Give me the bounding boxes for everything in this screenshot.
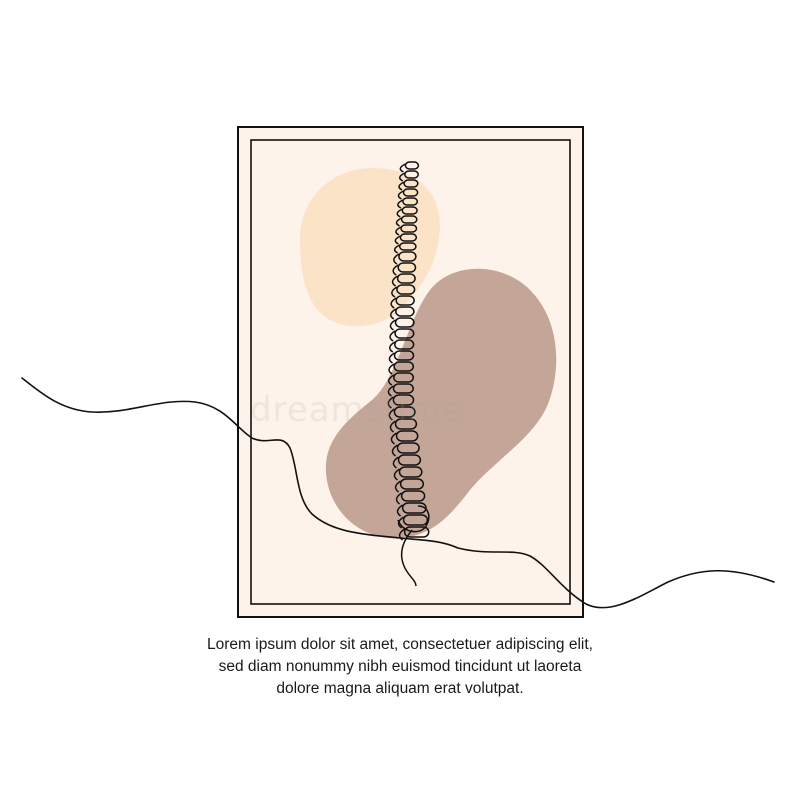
vertebra-process <box>398 528 406 541</box>
vertebra <box>398 242 417 251</box>
dark-blob <box>325 268 557 539</box>
vertebra <box>400 490 426 502</box>
vertebra <box>398 251 417 262</box>
caption-line: sed diam nonummy nibh euismod tincidunt … <box>218 658 582 675</box>
vertebra-process <box>387 385 394 397</box>
vertebra <box>400 224 418 233</box>
vertebra-process <box>394 235 401 245</box>
vertebra <box>396 273 416 284</box>
vertebra-process <box>396 504 404 517</box>
vertebra <box>404 161 420 170</box>
vertebra-process <box>395 226 402 236</box>
frame-outer <box>237 126 584 618</box>
vertebra <box>402 188 419 197</box>
caption-line: Lorem ipsum dolor sit amet, consectetuer… <box>207 636 593 653</box>
vertebra <box>399 478 425 490</box>
vertebra <box>394 339 415 350</box>
vertebra <box>402 197 419 206</box>
vertebra <box>398 466 423 478</box>
vertebra-process <box>399 163 406 173</box>
vertebra-process <box>392 456 399 469</box>
vertebra <box>401 206 418 215</box>
vertebra-process <box>393 468 400 481</box>
vertebra <box>394 328 415 339</box>
vertebra <box>395 295 415 306</box>
continuous-line <box>21 377 775 609</box>
vertebra-process <box>393 253 400 265</box>
vertebra <box>392 394 415 406</box>
vertebra-process <box>389 319 396 331</box>
vertebra-process <box>395 217 402 227</box>
vertebra-process <box>395 492 403 505</box>
vertebra-process <box>392 264 399 276</box>
vertebra-process <box>397 190 404 200</box>
caption-line: dolore magna aliquam erat volutpat. <box>276 680 524 697</box>
vertebra-process <box>394 480 402 493</box>
vertebra <box>402 514 429 526</box>
vertebra-process <box>389 420 396 433</box>
vertebra-process <box>399 172 406 182</box>
vertebra-process <box>388 363 395 375</box>
vertebra <box>393 350 415 361</box>
vertebra-process <box>390 432 397 445</box>
vertebra-process <box>390 308 397 320</box>
sacrum <box>397 505 430 533</box>
vertebra <box>394 317 415 328</box>
frame-inner <box>250 139 571 605</box>
vertebra <box>394 418 418 430</box>
vertebra-process <box>388 408 395 421</box>
vertebra-process <box>388 352 395 364</box>
spine-vertebrae <box>387 161 430 541</box>
vertebra-process <box>387 396 394 409</box>
spine-tail-line <box>400 529 417 587</box>
vertebra-process <box>391 444 398 457</box>
vertebra-process <box>391 275 399 287</box>
vertebra-process <box>396 208 403 218</box>
vertebra <box>403 526 430 538</box>
vertebra <box>395 430 419 442</box>
vertebra <box>404 170 419 179</box>
vertebra <box>403 179 419 188</box>
caption-text: Lorem ipsum dolor sit amet, consectetuer… <box>0 634 800 700</box>
vertebra <box>393 372 415 383</box>
vertebra-process <box>390 297 397 309</box>
vertebra <box>396 284 416 295</box>
vertebra <box>395 306 415 317</box>
vertebra <box>399 233 418 242</box>
vertebra <box>393 361 415 372</box>
vertebra-process <box>388 374 395 386</box>
vertebra-process <box>389 341 396 353</box>
vertebra <box>400 215 418 224</box>
vertebra-process <box>398 181 405 191</box>
vertebra-process <box>397 199 404 209</box>
vertebra-process <box>393 244 401 254</box>
vertebra <box>397 262 417 273</box>
vertebra-process <box>391 286 398 298</box>
vertebra <box>393 406 416 418</box>
vertebra-process <box>389 330 396 342</box>
vertebra <box>392 383 414 394</box>
vertebra <box>396 442 420 454</box>
vertebra <box>397 454 422 466</box>
